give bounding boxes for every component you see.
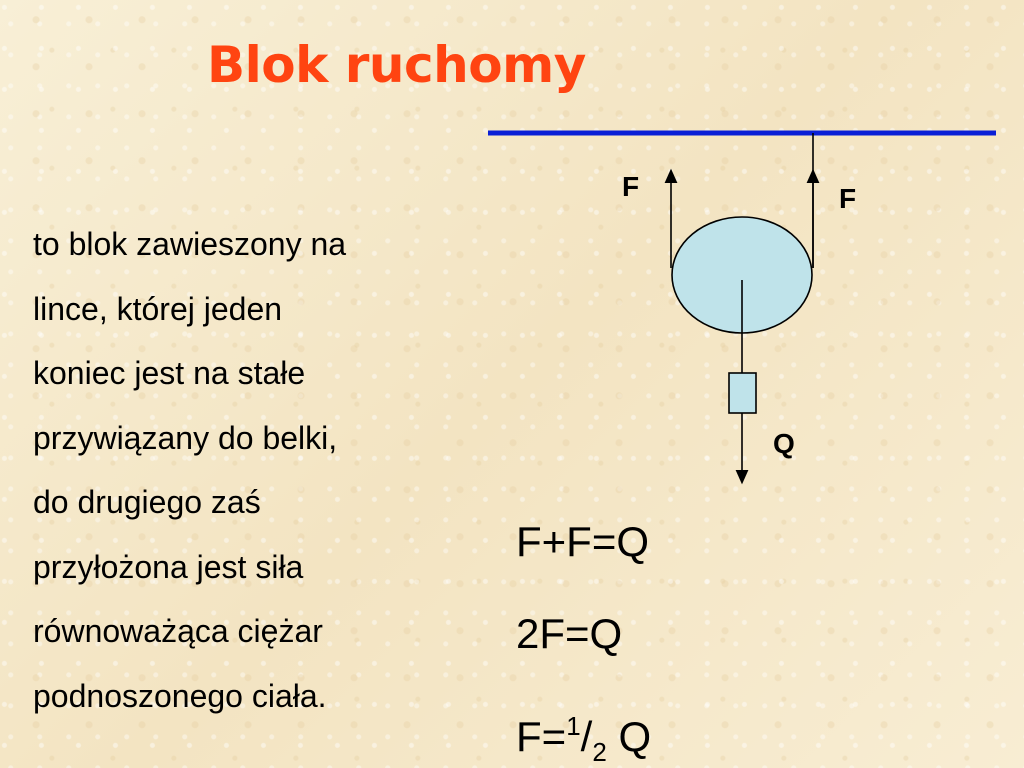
pulley-diagram: F F Q [488, 130, 996, 485]
formula-suffix: Q [606, 713, 652, 760]
force-label-left: F [622, 171, 639, 202]
weight-block [728, 372, 757, 414]
force-label-right: F [839, 183, 856, 214]
definition-line: przyłożona jest siła [33, 548, 304, 585]
definition-text: to blok zawieszony na lince, której jede… [33, 212, 473, 728]
weight-label: Q [773, 428, 795, 459]
definition-line: lince, której jeden [33, 290, 283, 327]
formula-denominator: 2 [592, 737, 607, 767]
formula-line-1: F+F=Q [516, 518, 650, 565]
definition-line: to blok zawieszony na [33, 226, 347, 262]
formula-prefix: F= [516, 713, 567, 760]
definition-line: koniec jest na stałe [33, 355, 306, 391]
formula-numerator: 1 [566, 711, 581, 741]
formula-line-2: 2F=Q [516, 610, 623, 657]
formulas: F+F=Q 2F=Q F=1/2 Q [516, 496, 651, 768]
definition-line: do drugiego zaś [33, 484, 261, 520]
definition-line: przywiązany do belki, [33, 419, 338, 456]
formula-line-3: F=1/2 Q [516, 680, 651, 768]
formula-slash: / [580, 713, 593, 760]
slide-title: Blok ruchomy [207, 36, 586, 94]
definition-line: równoważąca ciężar [33, 613, 323, 649]
definition-line: podnoszonego ciała. [33, 677, 327, 714]
